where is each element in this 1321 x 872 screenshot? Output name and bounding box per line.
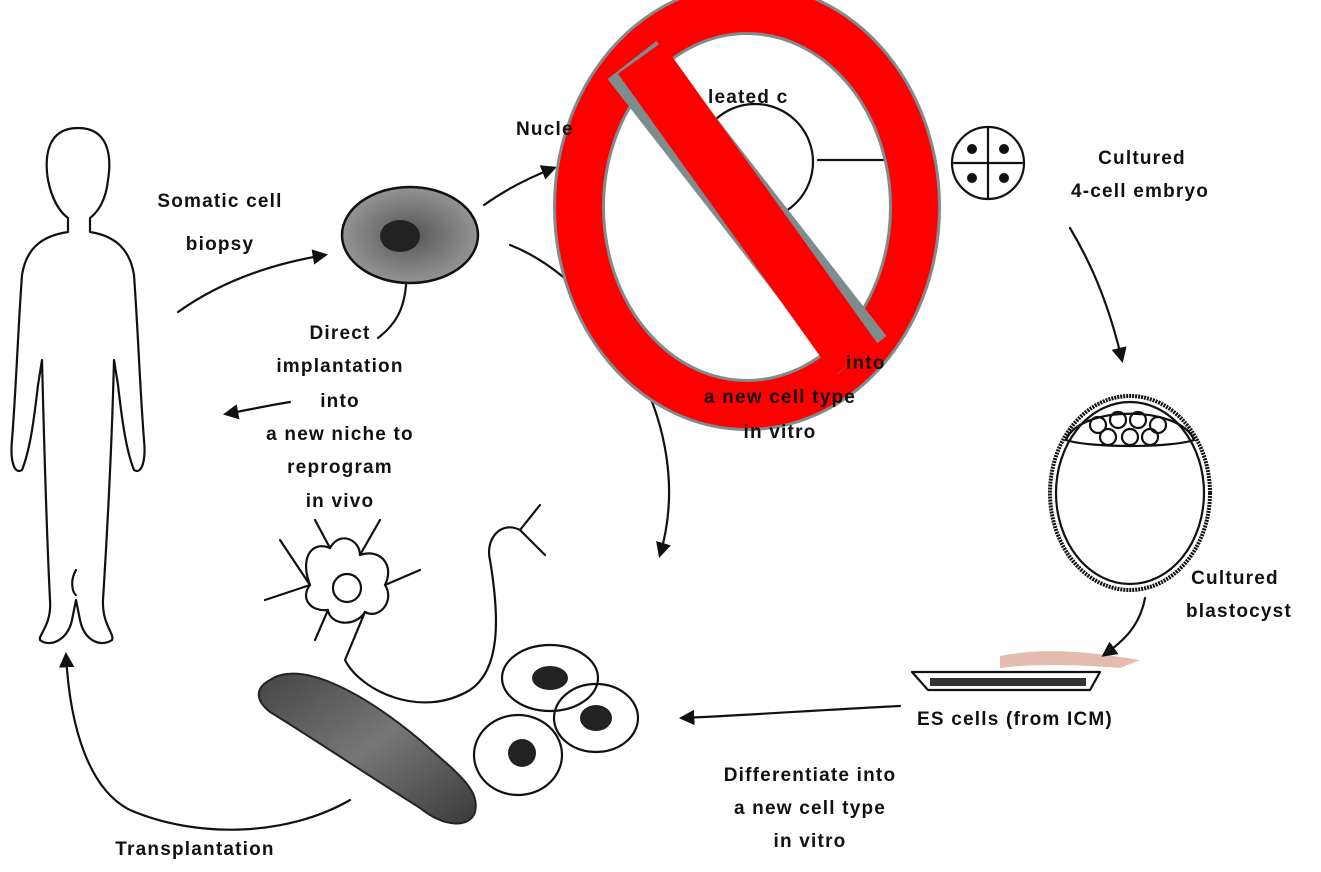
somatic-cell-icon bbox=[342, 187, 478, 283]
somatic-cell-label-line2: biopsy bbox=[140, 233, 300, 256]
direct-implantation-line6: in vivo bbox=[240, 490, 440, 513]
transplantation-label: Transplantation bbox=[80, 838, 310, 861]
blastocyst-label-line1: Cultured bbox=[1160, 567, 1310, 590]
diff-top-line1: into bbox=[846, 352, 886, 375]
direct-implantation-line3: into bbox=[240, 390, 440, 413]
human-figure-icon bbox=[11, 128, 144, 643]
four-cell-label-line2: 4-cell embryo bbox=[1030, 180, 1250, 203]
arrow-to-somatic-cell bbox=[178, 255, 325, 312]
somatic-cell-label-line1: Somatic cell bbox=[140, 190, 300, 213]
arrow-to-nucleus bbox=[484, 168, 554, 205]
diff-bottom-line2: a new cell type bbox=[680, 797, 940, 820]
direct-implantation-line4: a new niche to bbox=[200, 423, 480, 446]
arrow-to-es-cells bbox=[1104, 598, 1145, 655]
four-cell-label-line1: Cultured bbox=[1052, 147, 1232, 170]
diff-bottom-line1: Differentiate into bbox=[680, 764, 940, 787]
arrow-to-blastocyst bbox=[1070, 228, 1122, 360]
diff-top-line3: in vitro bbox=[690, 421, 870, 444]
direct-implantation-line1: Direct bbox=[240, 322, 440, 345]
diff-top-line2: a new cell type bbox=[670, 386, 890, 409]
blastocyst-label-line2: blastocyst bbox=[1160, 600, 1318, 623]
nucleus-label: Nucle bbox=[516, 118, 574, 141]
enucleated-label: leated c bbox=[708, 86, 788, 109]
blastocyst-icon bbox=[1050, 396, 1210, 590]
es-cells-label: ES cells (from ICM) bbox=[860, 708, 1170, 731]
direct-implantation-line5: reprogram bbox=[240, 456, 440, 479]
muscle-fiber-icon bbox=[259, 674, 476, 824]
prohibition-sign-icon bbox=[579, 9, 915, 405]
differentiated-cells-icon bbox=[474, 645, 638, 795]
diff-bottom-line3: in vitro bbox=[680, 830, 940, 853]
direct-implantation-line2: implantation bbox=[220, 355, 460, 378]
es-cell-dish-icon bbox=[912, 651, 1140, 690]
four-cell-embryo-icon bbox=[952, 127, 1024, 199]
